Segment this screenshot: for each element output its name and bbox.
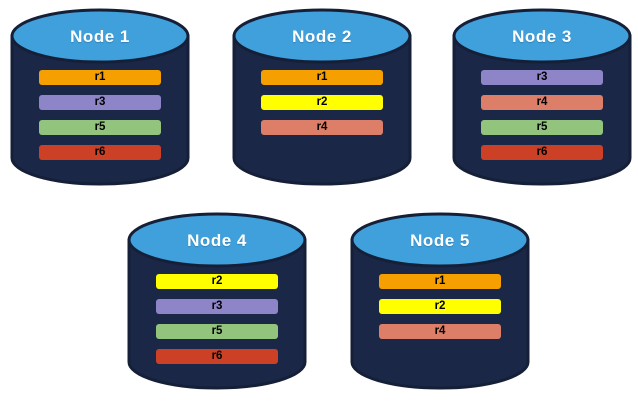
replica-list: r1 r2 r4	[232, 70, 412, 135]
replica-bar[interactable]: r4	[261, 120, 383, 135]
replica-bar[interactable]: r6	[481, 145, 603, 160]
cylinder-top	[232, 8, 412, 64]
replica-bar[interactable]: r3	[39, 95, 161, 110]
replica-bar[interactable]: r5	[39, 120, 161, 135]
replica-bar[interactable]: r4	[379, 324, 501, 339]
cylinder-top	[452, 8, 632, 64]
cylinder-top	[350, 212, 530, 268]
replica-bar[interactable]: r2	[261, 95, 383, 110]
replica-list: r1 r2 r4	[350, 274, 530, 339]
replica-bar[interactable]: r5	[156, 324, 278, 339]
replica-bar[interactable]: r1	[261, 70, 383, 85]
replica-list: r3 r4 r5 r6	[452, 70, 632, 160]
cylinder-top	[10, 8, 190, 64]
replica-bar[interactable]: r1	[379, 274, 501, 289]
cylinder-top	[127, 212, 307, 268]
replica-bar[interactable]: r4	[481, 95, 603, 110]
replica-bar[interactable]: r2	[379, 299, 501, 314]
replica-bar[interactable]: r3	[156, 299, 278, 314]
replica-bar[interactable]: r6	[39, 145, 161, 160]
replica-bar[interactable]: r2	[156, 274, 278, 289]
replica-bar[interactable]: r3	[481, 70, 603, 85]
replica-bar[interactable]: r1	[39, 70, 161, 85]
replica-list: r2 r3 r5 r6	[127, 274, 307, 364]
replica-bar[interactable]: r6	[156, 349, 278, 364]
replica-list: r1 r3 r5 r6	[10, 70, 190, 160]
replica-bar[interactable]: r5	[481, 120, 603, 135]
